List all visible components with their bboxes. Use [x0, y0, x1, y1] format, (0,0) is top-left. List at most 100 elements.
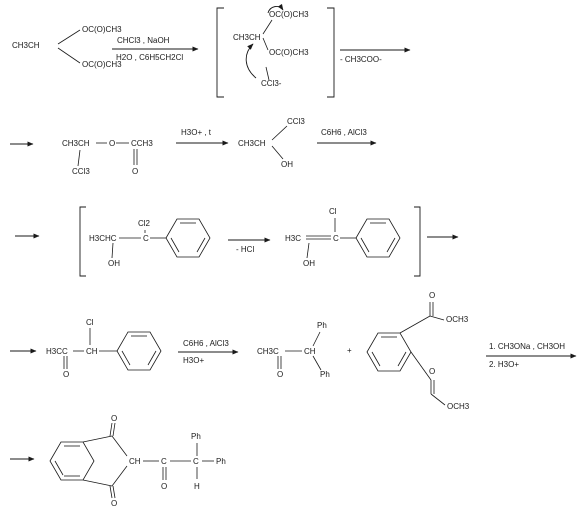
bond — [196, 237, 206, 253]
ester-ccl3: CCl3 — [72, 167, 90, 176]
phthalate-top-methoxy: OCH3 — [446, 315, 469, 324]
bond — [265, 66, 270, 81]
product-hydrogen: H — [194, 482, 200, 491]
final-product: O O CH C O C Ph Ph H — [49, 414, 226, 508]
bond — [54, 460, 64, 476]
benzene-ring — [49, 441, 95, 481]
plus-sign: + — [347, 346, 352, 355]
step2-arrow-group: - CH3COO- — [340, 47, 411, 64]
arylation-reagent-above: C6H6 , AlCl3 — [183, 339, 229, 348]
alcohol-ccl3: CCl3 — [287, 117, 305, 126]
phthalate-bottom-methoxy: OCH3 — [447, 402, 470, 411]
benzene-ring — [366, 332, 412, 372]
bond — [386, 237, 396, 253]
bond — [399, 315, 431, 334]
trichloro-ester: CH3CH O CCH3 O CCl3 — [62, 139, 153, 176]
enol-intermediate: H3C C Cl OH — [285, 207, 401, 268]
int1-top-group: OC(O)CH3 — [269, 10, 309, 19]
int2-carbon: C — [143, 234, 149, 243]
bond — [271, 145, 284, 160]
product-ch: CH — [129, 457, 141, 466]
condensation-condition-1: 1. CH3ONa , CH3OH — [489, 342, 565, 351]
bond — [262, 19, 273, 35]
step1-reagents: CHCl3 , NaOH H2O , C6H5CH2Cl — [112, 36, 199, 62]
diphenyl-left-group: CH3C — [257, 347, 279, 356]
bond — [82, 435, 113, 443]
diphenyl-ketone: CH3C CH Ph Ph O — [257, 321, 330, 379]
ring-outline — [116, 331, 162, 371]
intermediate-1: OC(O)CH3 CH3CH OC(O)CH3 CCl3- — [216, 3, 335, 98]
enol-left-group: H3C — [285, 234, 301, 243]
benzene-ring — [116, 331, 162, 371]
bond — [147, 350, 157, 366]
reactant-top-group: OC(O)CH3 — [82, 25, 122, 34]
bond — [109, 422, 113, 437]
ester-right-group: CCH3 — [131, 139, 153, 148]
enol-chlorine: Cl — [329, 207, 337, 216]
condensation-step: 1. CH3ONa , CH3OH 2. H3O+ — [486, 342, 577, 369]
bond — [57, 47, 81, 64]
bond — [429, 315, 445, 321]
product-ph-top: Ph — [191, 432, 201, 441]
hydrolysis-reagent: H3O+ , t — [181, 128, 212, 137]
product-carbonyl-oxygen: O — [161, 482, 167, 491]
bond — [111, 242, 114, 259]
right-bracket — [414, 206, 421, 277]
int2-oh: OH — [108, 259, 120, 268]
product-quaternary-carbon: C — [193, 457, 199, 466]
diphenyl-ph-bottom: Ph — [320, 370, 330, 379]
curved-arrow — [267, 3, 284, 14]
benzene-ring — [355, 218, 401, 258]
phthalate-top-carbonyl-oxygen: O — [429, 291, 435, 300]
alcohol-left-group: CH3CH — [238, 139, 266, 148]
bond — [271, 125, 288, 141]
bond — [312, 355, 322, 371]
ester-oxygen: O — [109, 139, 115, 148]
friedel-crafts-reagent: C6H6 , AlCl3 — [321, 128, 367, 137]
reactant-diacetate: OC(O)CH3 CH3CH OC(O)CH3 — [12, 25, 122, 69]
diphenyl-ph-top: Ph — [317, 321, 327, 330]
diphenyl-ch: CH — [304, 347, 316, 356]
dehydrohalogenation-loss: - HCl — [236, 245, 254, 254]
dimethyl-phthalate: O OCH3 O OCH3 — [366, 291, 470, 411]
product-carbonyl-carbon: C — [161, 457, 167, 466]
ester-left-group: CH3CH — [62, 139, 90, 148]
dehydrohalogenation-step: - HCl — [228, 237, 271, 254]
bond — [430, 393, 446, 406]
hydrolysis-step: H3O+ , t — [176, 128, 229, 146]
arylation-reagent-below: H3O+ — [183, 356, 204, 365]
bond — [57, 29, 81, 45]
bond — [77, 149, 81, 167]
bond — [82, 479, 113, 487]
bond — [111, 465, 128, 487]
indandione-bottom-oxygen: O — [111, 499, 117, 508]
product-ph-right: Ph — [216, 457, 226, 466]
bond — [360, 237, 370, 253]
step1-reagent-above: CHCl3 , NaOH — [117, 36, 170, 45]
bond — [306, 242, 310, 259]
reactant-left-group: CH3CH — [12, 41, 40, 50]
bond — [371, 351, 381, 367]
condensation-condition-2: 2. H3O+ — [489, 360, 519, 369]
chloro-ketone: H3CC CH Cl O — [46, 318, 162, 379]
intermediate-2: H3CHC Cl2 C OH — [89, 218, 211, 268]
int1-right-group: OC(O)CH3 — [269, 48, 309, 57]
diphenyl-oxygen: O — [277, 370, 283, 379]
int2-left-group: H3CHC — [89, 234, 117, 243]
bond — [170, 237, 180, 253]
right-bracket — [327, 7, 335, 98]
left-bracket — [216, 7, 224, 98]
step2-loss-label: - CH3COO- — [340, 55, 382, 64]
bond — [112, 485, 116, 499]
left-bracket — [79, 206, 86, 277]
int1-bottom-group: CCl3- — [261, 79, 282, 88]
bond — [262, 37, 269, 51]
ring-outline — [165, 218, 211, 258]
enol-oh: OH — [303, 259, 315, 268]
phthalate-bottom-carbonyl-oxygen: O — [429, 367, 435, 376]
arylation-step: C6H6 , AlCl3 H3O+ — [178, 339, 239, 365]
alcohol-oh: OH — [281, 160, 293, 169]
bond — [109, 485, 113, 499]
ketone-left-group: H3CC — [46, 347, 68, 356]
